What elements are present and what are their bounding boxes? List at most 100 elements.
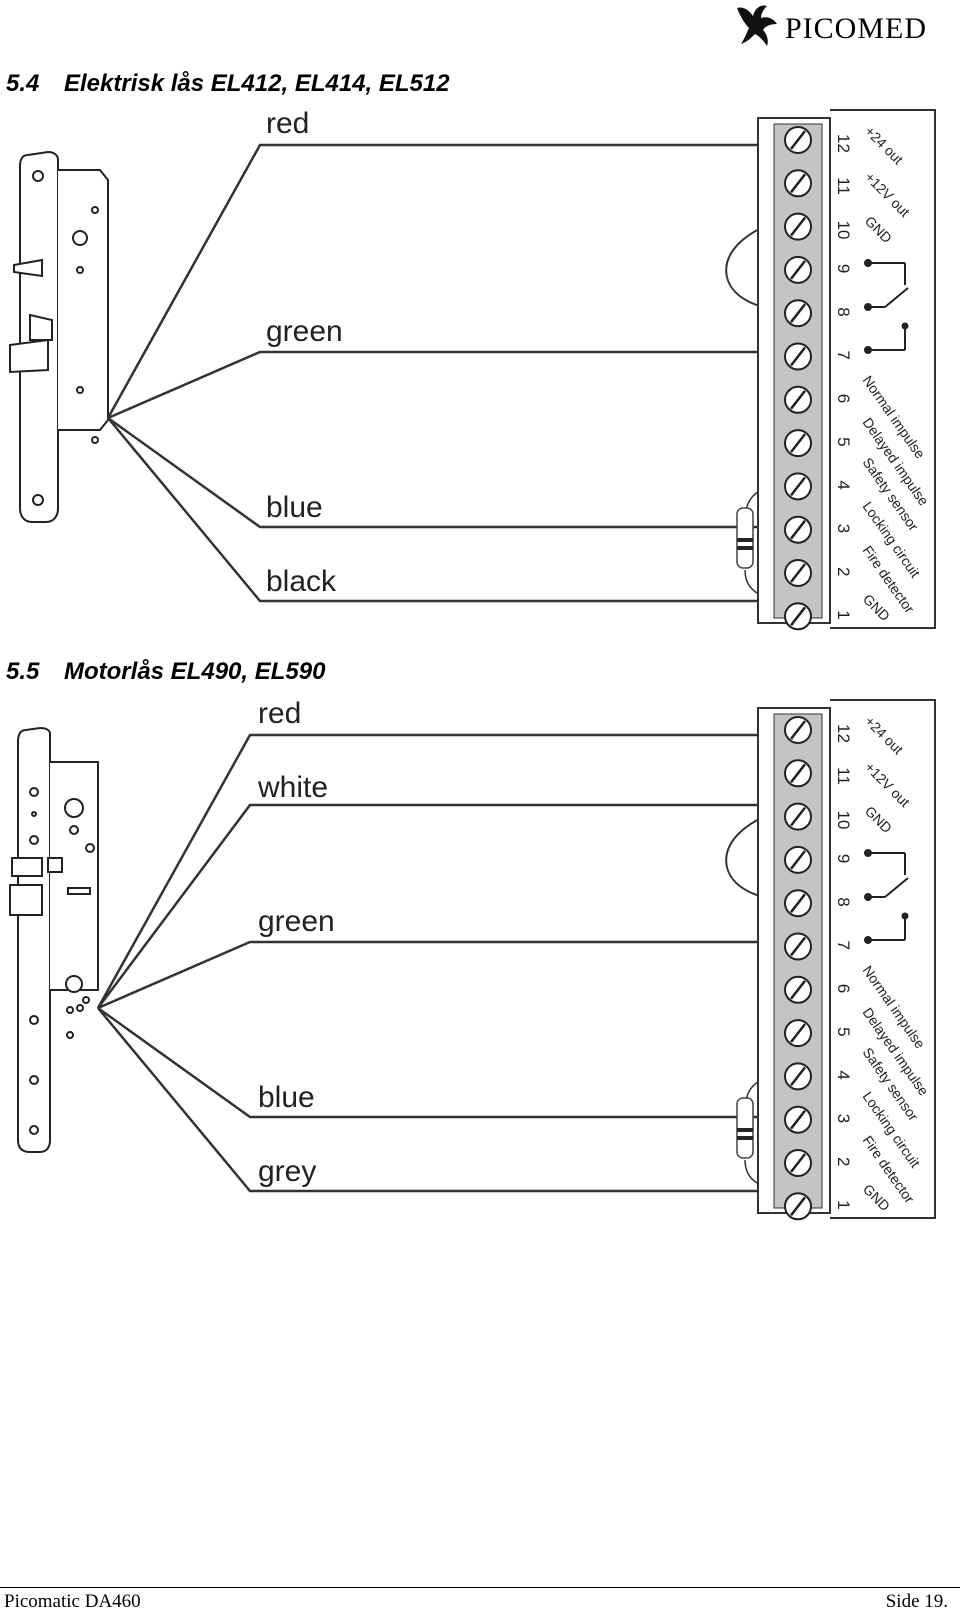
footer-divider <box>0 1587 960 1588</box>
wires <box>106 143 780 603</box>
terminal-numbers: 12 11 10 9 8 7 6 5 4 3 2 1 <box>834 134 853 620</box>
section-heading-5-5: 5.5 Motorlås EL490, EL590 <box>6 658 325 686</box>
terminal-number: 12 <box>834 724 853 743</box>
footer-document-name: Picomatic DA460 <box>4 1591 141 1612</box>
section-number: 5.5 <box>6 658 40 685</box>
screw-slot <box>790 519 806 540</box>
screw-slot <box>790 216 806 237</box>
screw-slot <box>790 130 806 150</box>
terminal-screws <box>784 716 812 1221</box>
wire-red <box>96 733 780 1009</box>
terminal-number: 6 <box>834 984 853 993</box>
terminal-number: 1 <box>834 1200 853 1209</box>
wire-label-blue: blue <box>258 1081 315 1114</box>
terminal-number: 5 <box>834 437 853 446</box>
label-gnd-1: GND <box>860 591 893 624</box>
relay-contact-icon <box>864 849 909 944</box>
motor-lock-illustration <box>9 726 99 1153</box>
wire-label-grey: grey <box>258 1155 316 1188</box>
bird-logo-icon <box>737 5 777 46</box>
terminal-number: 11 <box>834 177 853 195</box>
wire-label-green: green <box>258 905 335 938</box>
terminal-number: 7 <box>834 941 853 950</box>
screw-slot <box>790 980 806 1000</box>
resistor-icon <box>736 484 791 601</box>
electric-lock-illustration <box>9 150 109 523</box>
wiring-diagram-el490: red white green blue grey 12111098765432… <box>9 697 936 1221</box>
section-number: 5.4 <box>6 70 40 97</box>
screw-slot <box>790 850 806 870</box>
section-title-text: Motorlås EL490, EL590 <box>64 658 326 685</box>
wire-blue <box>107 416 780 529</box>
screw-slot <box>790 1196 806 1217</box>
terminal-number: 7 <box>834 351 853 360</box>
terminal-block <box>757 109 936 631</box>
terminal-number: 5 <box>834 1027 853 1036</box>
screw-slot <box>790 893 806 913</box>
label-24-out: +24 out <box>862 713 907 758</box>
terminal-number: 1 <box>834 610 853 619</box>
screw-slot <box>790 346 806 367</box>
screw-slot <box>790 390 806 410</box>
screw-slot <box>790 173 806 194</box>
wiring-diagram-el412: red green blue black 12 11 10 9 8 7 6 5 4 3 2 1 +24… <box>9 107 936 631</box>
screw-slot <box>790 563 806 583</box>
label-gnd: GND <box>862 803 895 836</box>
footer-page-number: Side 19. <box>885 1591 948 1612</box>
relay-contact-icon <box>864 259 909 354</box>
screw-slot <box>790 1109 806 1130</box>
label-24-out: +24 out <box>862 123 907 168</box>
section-title-text: Elektrisk lås EL412, EL414, EL512 <box>64 70 450 97</box>
wire-green <box>107 350 780 420</box>
screw-slot <box>790 260 806 280</box>
picomed-logo: PICOMED <box>733 2 958 52</box>
terminal-number: 8 <box>834 307 853 316</box>
terminal-number: 2 <box>834 567 853 576</box>
terminal-number: 4 <box>834 480 853 489</box>
wire-label-red: red <box>258 697 301 730</box>
terminal-number: 3 <box>834 524 853 533</box>
wire-label-green: green <box>266 315 343 348</box>
screw-slot <box>790 1066 806 1087</box>
terminal-number: 6 <box>834 394 853 403</box>
screw-slot <box>790 433 806 453</box>
terminal-number: 11 <box>834 767 853 785</box>
label-gnd: GND <box>862 213 895 246</box>
screw-slot <box>790 806 806 827</box>
screw-slot <box>790 606 806 627</box>
screw-slot <box>790 720 806 740</box>
terminal-number: 9 <box>834 854 853 863</box>
wire-label-white: white <box>257 771 328 804</box>
wire-blue <box>97 1006 780 1119</box>
terminal-number: 12 <box>834 134 853 153</box>
screw-slot <box>790 1023 806 1043</box>
wire-red <box>106 143 780 419</box>
terminal-number: 4 <box>834 1070 853 1079</box>
terminal-screws <box>784 126 812 631</box>
wire-green <box>97 940 780 1010</box>
wires <box>96 733 780 1193</box>
screw-slot <box>790 763 806 784</box>
terminal-number: 10 <box>834 221 853 240</box>
label-12v-out: +12V out <box>862 759 913 810</box>
wire-label-blue: blue <box>266 491 323 524</box>
terminal-number: 8 <box>834 897 853 906</box>
terminal-block <box>757 699 936 1221</box>
section-heading-5-4: 5.4 Elektrisk lås EL412, EL414, EL512 <box>6 70 450 98</box>
label-gnd-1: GND <box>860 1181 893 1214</box>
wire-label-red: red <box>266 107 309 140</box>
screw-slot <box>790 476 806 497</box>
wire-label-black: black <box>266 565 337 598</box>
wire-black <box>107 417 780 603</box>
wire-white <box>96 803 780 1009</box>
label-12v-out: +12V out <box>862 169 913 220</box>
brand-name: PICOMED <box>785 12 928 45</box>
screw-slot <box>790 303 806 323</box>
screw-slot <box>790 1153 806 1173</box>
screw-slot <box>790 936 806 957</box>
terminal-number: 10 <box>834 811 853 830</box>
terminal-number: 3 <box>834 1114 853 1123</box>
terminal-number: 9 <box>834 264 853 273</box>
wire-grey <box>97 1007 780 1193</box>
